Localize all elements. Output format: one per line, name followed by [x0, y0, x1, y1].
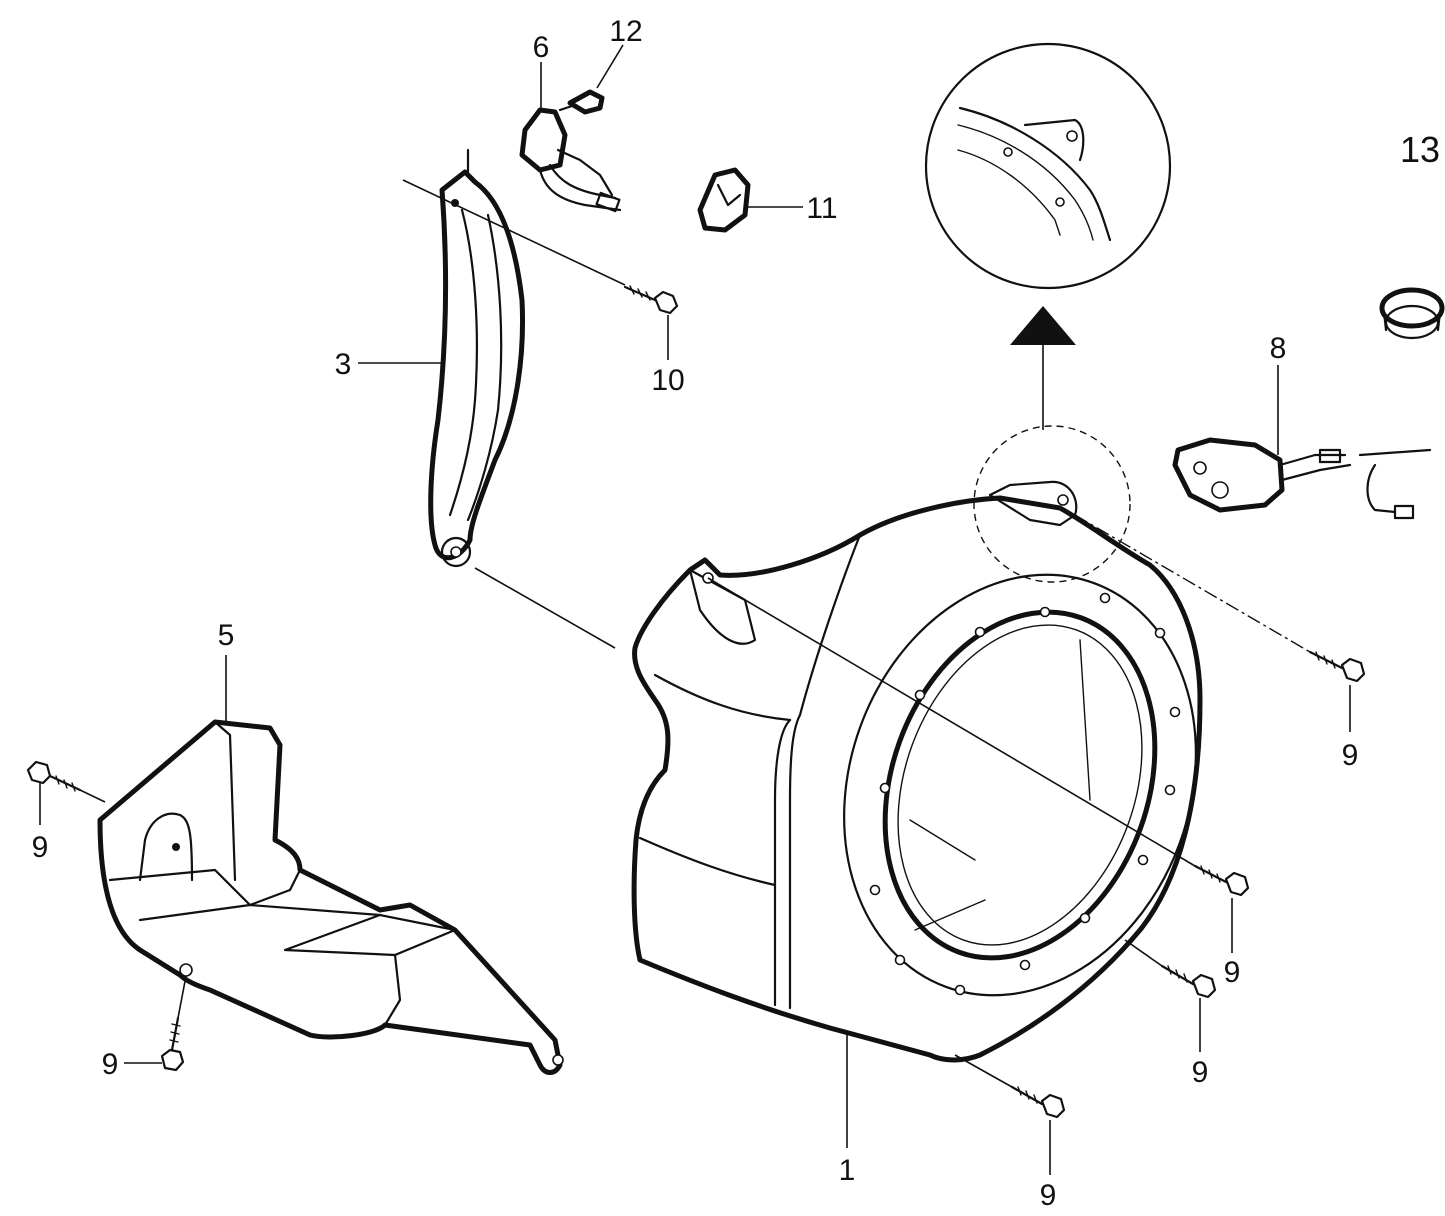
ring-bolt-holes — [869, 592, 1181, 996]
screw-10 — [623, 285, 679, 315]
screw-9-right-top — [1308, 650, 1366, 683]
switch-assembly — [519, 107, 622, 213]
leader-lines — [39, 44, 1351, 1175]
callout-13: 13 — [1400, 129, 1440, 170]
callout-11: 11 — [806, 192, 837, 225]
screw-9-bottom — [1010, 1085, 1066, 1119]
clip — [697, 167, 751, 233]
screw-9-right-mid — [1193, 864, 1250, 897]
callout-10: 10 — [651, 364, 684, 397]
screw-9-right-low — [1160, 964, 1217, 999]
callout-12: 12 — [609, 15, 642, 48]
callout-5: 5 — [218, 619, 235, 652]
callout-3: 3 — [335, 348, 352, 381]
callout-numbers: 1 3 5 6 8 9 9 9 9 9 9 9 10 11 12 13 — [32, 15, 1440, 1212]
screw-9-left-top — [26, 760, 82, 792]
side-bracket — [428, 148, 525, 568]
callout-8: 8 — [1270, 332, 1287, 365]
callout-6: 6 — [533, 31, 550, 64]
callout-9: 9 — [1040, 1179, 1057, 1212]
blower-housing — [631, 480, 1203, 1063]
callout-9: 9 — [32, 831, 49, 864]
callout-9: 9 — [1342, 739, 1359, 772]
callout-9: 9 — [102, 1048, 119, 1081]
connector-harness — [1172, 437, 1432, 520]
screw-9-left-bottom — [160, 1016, 185, 1072]
lower-deflector — [97, 719, 564, 1075]
callout-9: 9 — [1192, 1056, 1209, 1089]
detail-callout — [924, 42, 1172, 583]
callout-1: 1 — [839, 1154, 856, 1187]
switch-screw — [558, 89, 605, 115]
grommet — [1379, 287, 1445, 340]
callout-9: 9 — [1224, 956, 1241, 989]
